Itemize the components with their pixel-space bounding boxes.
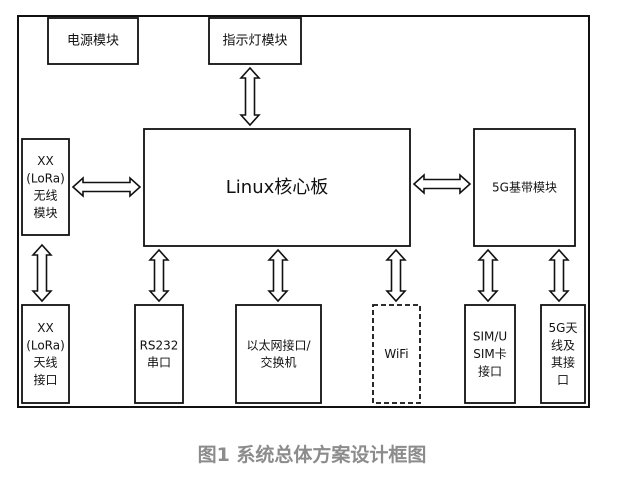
block-lora-module-label: XX [37,154,53,168]
double-arrow-linux-core-to-baseband-5g [412,173,472,195]
block-antenna-5g-label: 5G天 [549,321,578,335]
block-lora-interface-label: (LoRa) [26,338,65,352]
block-baseband-5g: 5G基带模块 [473,128,576,247]
figure-caption: 图1 系统总体方案设计框图 [197,444,427,466]
double-arrow-baseband-5g-to-sim [477,248,499,303]
double-arrow-baseband-5g-to-antenna-5g [548,248,570,303]
block-rs232-box [134,304,184,404]
block-indicator-box [208,17,302,65]
block-indicator-label: 指示灯模块 [222,34,287,49]
double-arrow-linux-core-to-ethernet [267,248,289,303]
block-antenna-5g-label: 线及 [551,338,575,352]
block-rs232-label: 串口 [147,356,171,370]
block-wifi-box [372,304,421,404]
block-wifi-label: WiFi [384,347,408,361]
block-lora-module-label: (LoRa) [26,171,65,185]
block-power-box [47,17,139,65]
block-rs232-label: RS232 [140,338,179,352]
double-arrow-linux-core-to-rs232 [148,248,170,303]
block-ethernet-box [235,304,322,404]
block-linux-core: Linux核心板 [143,128,411,247]
block-lora-interface-label: 接口 [33,372,57,387]
block-rs232: RS232 串口 [134,304,184,404]
block-ethernet: 以太网接口/交换机 [235,304,322,404]
block-sim-box [464,304,516,404]
block-linux-core-box [143,128,411,247]
block-power: 电源模块 [47,17,139,65]
block-wifi: WiFi [372,304,421,404]
block-lora-interface-label: XX [37,321,53,335]
block-antenna-5g-label: 口 [557,373,569,387]
block-lora-interface-box [21,304,70,404]
block-lora-module-label: 模块 [33,206,57,220]
block-antenna-5g-box [540,304,586,404]
block-power-label: 电源模块 [67,34,119,49]
block-sim-label: 接口 [478,363,502,378]
block-lora-interface-label: 天线 [33,356,57,370]
block-lora-module-label: 无线 [33,189,57,203]
block-ethernet-label: 交换机 [260,355,296,370]
block-sim-label: SIM卡 [473,347,507,361]
double-arrow-linux-core-to-wifi [385,248,407,303]
block-baseband-5g-label: 5G基带模块 [492,181,557,195]
block-antenna-5g-label: 其接 [551,355,575,370]
double-arrow-lora-module-to-lora-interface [31,243,53,303]
double-arrow-lora-module-to-linux-core [71,176,142,198]
block-ethernet-label: 以太网接口/ [246,337,311,352]
block-indicator: 指示灯模块 [208,17,302,65]
double-arrow-indicator-to-linux-core [239,66,261,127]
block-linux-core-label: Linux核心板 [226,177,329,198]
block-sim-label: SIM/U [473,330,507,344]
enclosure-frame [17,15,590,408]
block-lora-module-box [21,138,70,236]
block-baseband-5g-box [473,128,576,247]
